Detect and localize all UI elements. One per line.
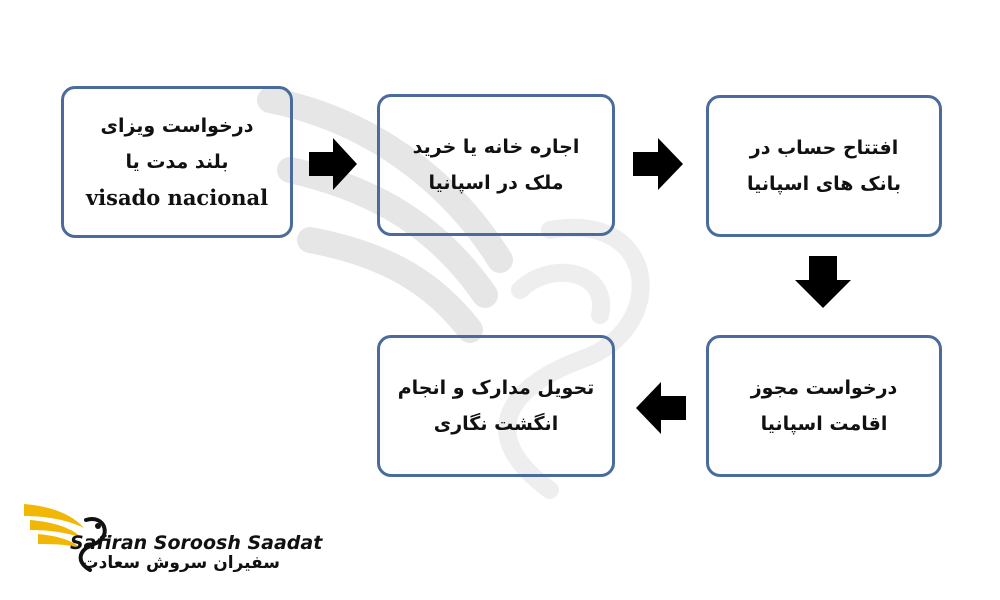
brand-name-persian: سفیران سروش سعادت bbox=[81, 553, 280, 573]
step-residence-permit-box: درخواست مجوز اقامت اسپانیا bbox=[706, 335, 942, 477]
step-visa-line-2: بلند مدت یا bbox=[125, 151, 229, 173]
watermark-logo-icon bbox=[257, 87, 650, 499]
arrow-down-icon bbox=[795, 256, 851, 308]
step-documents-line-1: تحویل مدارک و انجام bbox=[397, 377, 595, 399]
step-bank-account-box: افتتاح حساب در بانک های اسپانیا bbox=[706, 95, 942, 237]
step-visa-box: درخواست ویزای بلند مدت یا visado naciona… bbox=[61, 86, 293, 238]
step-residence-line-1: درخواست مجوز bbox=[750, 377, 898, 399]
step-housing-line-1: اجاره خانه یا خرید bbox=[412, 136, 580, 158]
step-bank-line-1: افتتاح حساب در bbox=[749, 137, 899, 159]
step-documents-fingerprint-box: تحویل مدارک و انجام انگشت نگاری bbox=[377, 335, 615, 477]
arrow-right-icon bbox=[633, 138, 683, 190]
step-housing-box: اجاره خانه یا خرید ملک در اسپانیا bbox=[377, 94, 615, 236]
step-visa-line-3: visado nacional bbox=[85, 185, 269, 210]
step-residence-line-2: اقامت اسپانیا bbox=[760, 413, 888, 435]
arrow-left-icon bbox=[636, 382, 686, 434]
brand-logo-icon bbox=[24, 504, 107, 572]
step-bank-line-2: بانک های اسپانیا bbox=[747, 173, 901, 195]
step-visa-line-1: درخواست ویزای bbox=[100, 115, 254, 137]
arrow-right-icon bbox=[309, 138, 357, 190]
brand-name-english: Safiran Soroosh Saadat bbox=[70, 532, 323, 554]
step-housing-line-2: ملک در اسپانیا bbox=[428, 172, 564, 194]
step-documents-line-2: انگشت نگاری bbox=[433, 413, 559, 435]
